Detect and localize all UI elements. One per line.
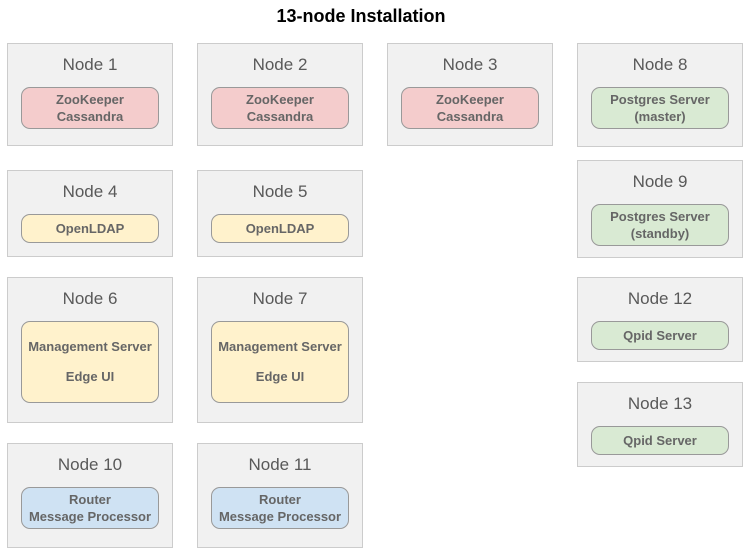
node-13-label: Node 13: [627, 394, 693, 413]
node-4-label: Node 4: [62, 182, 118, 201]
service-router: Router: [259, 492, 301, 507]
node-10: Node 10 Router Message Processor: [7, 443, 173, 548]
node-11-label: Node 11: [248, 455, 312, 474]
zookeeper-cassandra-box: ZooKeeper Cassandra: [211, 87, 349, 129]
management-server-edge-ui-box: Management Server Edge UI: [21, 321, 159, 403]
service-qpid-server: Qpid Server: [623, 328, 697, 343]
node-7-label: Node 7: [252, 289, 308, 308]
node-1-label: Node 1: [62, 55, 118, 74]
node-13: Node 13 Qpid Server: [577, 382, 743, 467]
service-openldap: OpenLDAP: [245, 221, 315, 236]
router-message-processor-box: Router Message Processor: [21, 487, 159, 529]
service-management-server: Management Server: [218, 339, 342, 354]
node-11: Node 11 Router Message Processor: [197, 443, 363, 548]
qpid-server-box: Qpid Server: [591, 321, 729, 350]
service-postgres-server: Postgres Server: [610, 92, 710, 107]
service-zookeeper: ZooKeeper: [56, 92, 124, 107]
openldap-box: OpenLDAP: [21, 214, 159, 243]
service-message-processor: Message Processor: [28, 509, 152, 524]
node-5: Node 5 OpenLDAP: [197, 170, 363, 257]
node-1: Node 1 ZooKeeper Cassandra: [7, 43, 173, 146]
node-9: Node 9 Postgres Server (standby): [577, 160, 743, 258]
openldap-box: OpenLDAP: [211, 214, 349, 243]
service-management-server: Management Server: [28, 339, 152, 354]
node-3-label: Node 3: [442, 55, 498, 74]
node-5-label: Node 5: [252, 182, 308, 201]
postgres-master-box: Postgres Server (master): [591, 87, 729, 129]
service-edge-ui: Edge UI: [255, 369, 305, 384]
service-zookeeper: ZooKeeper: [246, 92, 314, 107]
service-router: Router: [69, 492, 111, 507]
node-4: Node 4 OpenLDAP: [7, 170, 173, 257]
service-cassandra: Cassandra: [246, 109, 314, 124]
service-message-processor: Message Processor: [218, 509, 342, 524]
qpid-server-box: Qpid Server: [591, 426, 729, 455]
node-3: Node 3 ZooKeeper Cassandra: [387, 43, 553, 146]
node-2-label: Node 2: [252, 55, 308, 74]
service-zookeeper: ZooKeeper: [436, 92, 504, 107]
node-6: Node 6 Management Server Edge UI: [7, 277, 173, 423]
node-10-label: Node 10: [57, 455, 123, 474]
diagram-title: 13-node Installation: [276, 6, 446, 26]
service-postgres-role: (standby): [630, 226, 690, 241]
node-8: Node 8 Postgres Server (master): [577, 43, 743, 147]
node-12-label: Node 12: [627, 289, 693, 308]
router-message-processor-box: Router Message Processor: [211, 487, 349, 529]
service-cassandra: Cassandra: [436, 109, 504, 124]
management-server-edge-ui-box: Management Server Edge UI: [211, 321, 349, 403]
node-9-label: Node 9: [632, 172, 688, 191]
service-cassandra: Cassandra: [56, 109, 124, 124]
zookeeper-cassandra-box: ZooKeeper Cassandra: [401, 87, 539, 129]
service-edge-ui: Edge UI: [65, 369, 115, 384]
node-12: Node 12 Qpid Server: [577, 277, 743, 362]
node-2: Node 2 ZooKeeper Cassandra: [197, 43, 363, 146]
node-6-label: Node 6: [62, 289, 118, 308]
node-8-label: Node 8: [632, 55, 688, 74]
service-qpid-server: Qpid Server: [623, 433, 697, 448]
service-openldap: OpenLDAP: [55, 221, 125, 236]
node-7: Node 7 Management Server Edge UI: [197, 277, 363, 423]
service-postgres-role: (master): [634, 109, 686, 124]
postgres-standby-box: Postgres Server (standby): [591, 204, 729, 246]
service-postgres-server: Postgres Server: [610, 209, 710, 224]
zookeeper-cassandra-box: ZooKeeper Cassandra: [21, 87, 159, 129]
